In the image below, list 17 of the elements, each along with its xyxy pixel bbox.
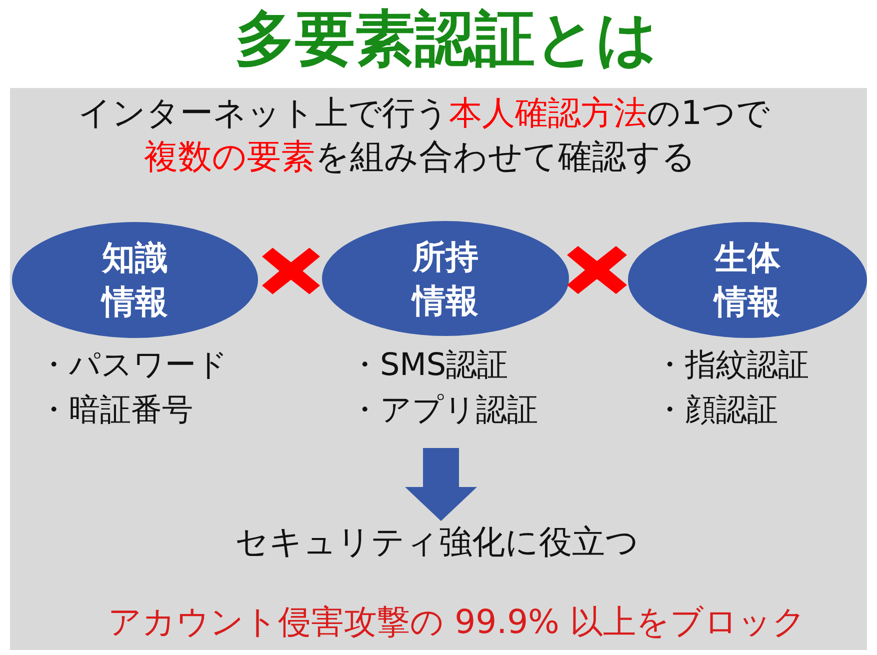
intro-text: インターネット上で行う本人確認方法の1つで <box>78 93 770 133</box>
intro-text: 複数の要素を組み合わせて確認する <box>144 137 696 178</box>
ellipse-node <box>322 221 569 336</box>
list-item: ・暗証番号 <box>38 392 193 430</box>
node-label: 所持情報 <box>412 236 480 322</box>
list-item: ・SMS認証 <box>349 347 508 384</box>
node-label: 知識情報 <box>101 237 169 323</box>
list-item: ・パスワード <box>38 347 228 384</box>
node-label: 生体情報 <box>714 237 782 323</box>
result-note: アカウント侵害攻撃の 99.9% 以上をブロック <box>108 601 806 643</box>
list-item: ・アプリ認証 <box>349 392 538 430</box>
list-item: ・指紋認証 <box>654 347 809 384</box>
result-text: セキュリティ強化に役立つ <box>235 521 639 564</box>
title: 多要素認証とは <box>235 6 657 72</box>
ellipse-node <box>628 222 867 338</box>
ellipse-node <box>12 222 258 338</box>
list-item: ・顔認証 <box>654 392 778 430</box>
